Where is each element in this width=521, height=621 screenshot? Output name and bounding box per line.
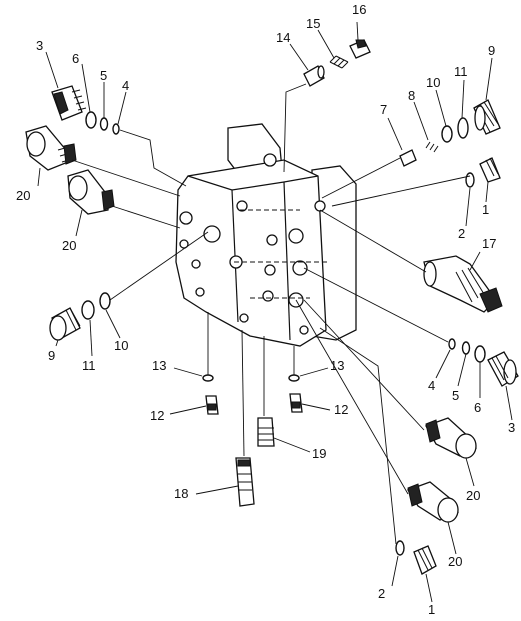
- callout-3-lower: 3: [508, 420, 515, 435]
- part-6-ring-upper: [85, 111, 97, 129]
- callout-4-lower: 4: [428, 378, 435, 393]
- callout-20-a: 20: [16, 188, 30, 203]
- callout-2-lower: 2: [378, 586, 385, 601]
- callout-12-right: 12: [334, 402, 348, 417]
- part-10-ring-lower: [99, 292, 111, 310]
- callout-6-lower: 6: [474, 400, 481, 415]
- part-9-plug-lower: [49, 307, 81, 341]
- part-2-ring-lower: [395, 540, 405, 556]
- part-10-ring-upper: [441, 125, 453, 143]
- callout-5-upper: 5: [100, 68, 107, 83]
- callout-9-lower: 9: [48, 348, 55, 363]
- callout-5-lower: 5: [452, 388, 459, 403]
- part-17-solenoid: [423, 255, 503, 313]
- callout-19: 19: [312, 446, 326, 461]
- part-3-plug-lower: [487, 351, 519, 387]
- callout-labels: 16 15 14 3 6 5 4 9 11 10 8 7 20 20 1 2 1…: [16, 2, 515, 617]
- part-11-ring-upper: [457, 117, 469, 139]
- part-13-ring-right: [288, 374, 300, 382]
- part-12-fitting-right: [289, 393, 303, 413]
- part-13-ring-left: [202, 374, 214, 382]
- part-4-ring-upper: [112, 123, 120, 135]
- callout-13-left: 13: [152, 358, 166, 373]
- part-19-sensor: [257, 417, 275, 447]
- callout-4-upper: 4: [122, 78, 129, 93]
- part-8-spring: [425, 141, 439, 153]
- callout-1-upper: 1: [482, 202, 489, 217]
- part-5-ring-lower: [461, 341, 471, 355]
- part-6-ring-lower: [474, 345, 486, 363]
- callout-2-upper: 2: [458, 226, 465, 241]
- part-9-plug-upper: [473, 99, 501, 135]
- valve-body: [175, 123, 357, 347]
- callout-9-upper: 9: [488, 43, 495, 58]
- part-12-fitting-left: [205, 395, 219, 415]
- callout-11-upper: 11: [454, 64, 468, 79]
- part-1-plug-lower: [413, 545, 437, 575]
- callout-10-lower: 10: [114, 338, 128, 353]
- part-11-ring-lower: [81, 300, 95, 320]
- assembly-lines: [71, 83, 471, 545]
- callout-1-lower: 1: [428, 602, 435, 617]
- part-20-cap-d: [407, 481, 459, 523]
- callout-18: 18: [174, 486, 188, 501]
- callout-17: 17: [482, 236, 496, 251]
- callout-11-lower: 11: [82, 358, 96, 373]
- part-7-spool: [399, 149, 417, 167]
- part-4-ring-lower: [448, 338, 456, 350]
- callout-6-upper: 6: [72, 51, 79, 66]
- part-15-spring: [329, 55, 349, 69]
- callout-14: 14: [276, 30, 290, 45]
- part-5-ring-upper: [99, 117, 109, 131]
- callout-20-b: 20: [62, 238, 76, 253]
- callout-20-c: 20: [466, 488, 480, 503]
- part-18-sensor: [235, 457, 255, 507]
- part-20-cap-b: [67, 169, 115, 215]
- part-20-cap-c: [425, 417, 477, 459]
- part-2-ring-upper: [465, 172, 475, 188]
- callout-12-left: 12: [150, 408, 164, 423]
- callout-16: 16: [352, 2, 366, 17]
- part-20-cap-a: [25, 125, 77, 171]
- callout-pointers: [37, 21, 513, 603]
- part-1-plug-upper: [479, 157, 501, 183]
- callout-8: 8: [408, 88, 415, 103]
- part-14-spool: [303, 65, 325, 87]
- callout-10-upper: 10: [426, 75, 440, 90]
- callout-7: 7: [380, 102, 387, 117]
- callout-20-d: 20: [448, 554, 462, 569]
- part-3-plug-upper: [51, 85, 87, 121]
- callout-3-upper: 3: [36, 38, 43, 53]
- callout-13-right: 13: [330, 358, 344, 373]
- part-16-plug: [349, 39, 371, 59]
- callout-15: 15: [306, 16, 320, 31]
